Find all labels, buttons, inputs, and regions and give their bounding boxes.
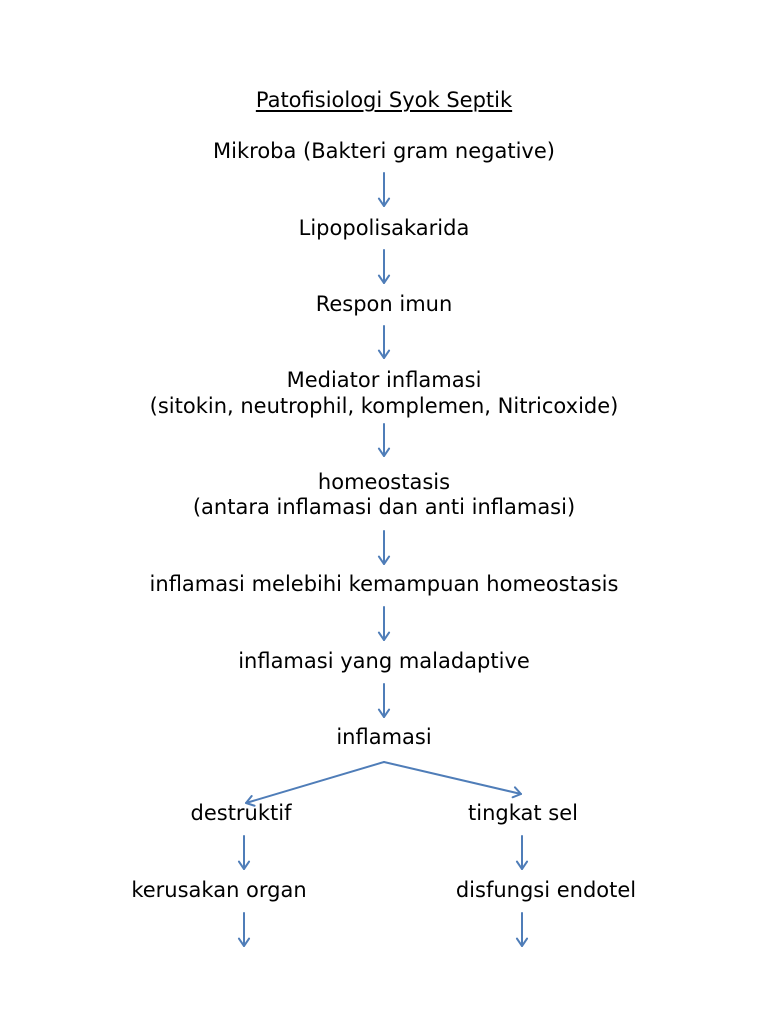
node-disfungsi-endotel: disfungsi endotel [455,878,637,902]
node-homeostasis-title: homeostasis [317,470,451,494]
node-mediator-detail: (sitokin, neutrophil, komplemen, Nitrico… [149,394,619,418]
arrow-mikroba-to-lipopolisakarida [377,172,391,207]
arrow-homeostasis-to-melebihi [377,530,391,565]
arrow-inflamasi-to-tingkat-sel [383,761,522,799]
arrow-respon-imun-to-mediator [377,325,391,359]
arrow-tingkat-sel-to-disfungsi-endotel [515,835,529,870]
arrow-inflamasi-to-destruktif [245,761,385,807]
node-mediator-title: Mediator inflamasi [286,368,482,392]
diagram-title: Patofisiologi Syok Septik [255,88,513,112]
node-inflamasi: inflamasi [336,725,432,749]
arrow-destruktif-to-kerusakan-organ [237,835,251,870]
node-destruktif: destruktif [190,801,292,825]
node-kerusakan-organ: kerusakan organ [131,878,307,902]
node-mikroba: Mikroba (Bakteri gram negative) [213,139,555,163]
node-homeostasis-detail: (antara inflamasi dan anti inflamasi) [192,495,576,519]
node-respon-imun: Respon imun [315,292,453,316]
node-tingkat-sel: tingkat sel [468,801,578,825]
arrow-maladaptive-to-inflamasi [377,683,391,718]
node-lipopolisakarida: Lipopolisakarida [298,216,470,240]
arrow-mediator-to-homeostasis [377,423,391,457]
arrow-melebihi-to-maladaptive [377,606,391,641]
node-inflamasi-maladaptive: inflamasi yang maladaptive [238,649,530,673]
arrow-disfungsi-endotel-down [515,912,529,947]
node-inflamasi-melebihi: inflamasi melebihi kemampuan homeostasis [149,572,619,596]
arrow-kerusakan-organ-down [237,912,251,947]
arrow-lipopolisakarida-to-respon-imun [377,249,391,284]
